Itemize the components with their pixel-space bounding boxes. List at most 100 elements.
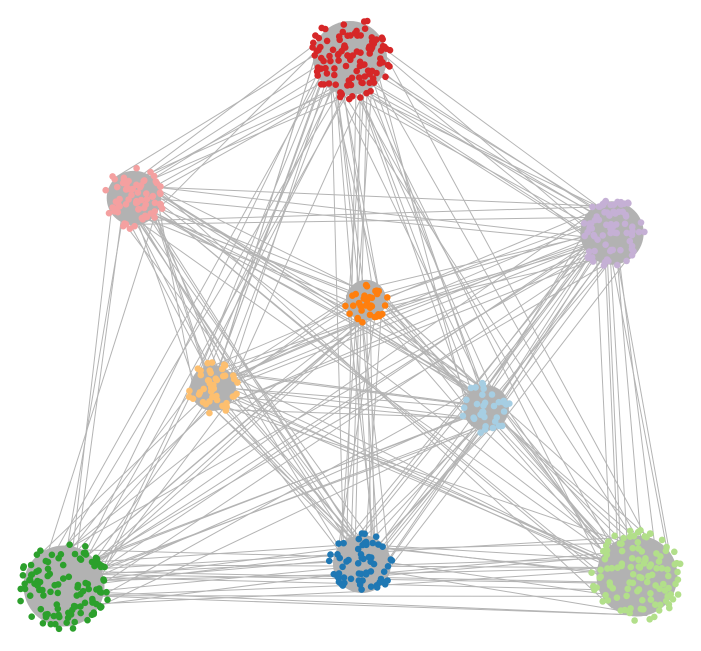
edge-pink-orange xyxy=(148,203,353,287)
edge-pink-lavender xyxy=(135,184,618,242)
node-orange xyxy=(368,294,376,302)
edge-red-light-orange xyxy=(212,76,337,402)
node-blue xyxy=(384,563,392,570)
node-red xyxy=(365,45,373,52)
node-red xyxy=(349,52,357,59)
node-red xyxy=(336,93,344,101)
node-blue xyxy=(367,558,375,565)
node-red xyxy=(325,80,333,87)
edge-light-orange-light-blue xyxy=(202,384,502,422)
node-light-orange xyxy=(212,375,219,383)
node-red xyxy=(337,89,344,96)
node-layer xyxy=(17,17,684,633)
edge-blue-light-green xyxy=(358,557,645,601)
node-green xyxy=(77,603,84,610)
node-light-green xyxy=(662,547,670,555)
node-green xyxy=(82,551,90,558)
node-pink xyxy=(113,183,121,191)
node-red xyxy=(339,28,347,36)
node-light-green xyxy=(599,598,606,605)
node-green xyxy=(73,592,81,599)
node-pink xyxy=(133,164,140,172)
node-red xyxy=(373,69,380,77)
edge-red-light-orange xyxy=(216,53,317,376)
node-lavender xyxy=(615,208,623,216)
edge-orange-green xyxy=(40,307,380,596)
node-red xyxy=(379,42,387,50)
node-light-green xyxy=(597,566,604,574)
node-light-blue xyxy=(480,402,487,410)
edge-blue-light-green xyxy=(347,564,621,612)
node-orange xyxy=(381,302,389,309)
edge-lavender-orange xyxy=(350,211,620,312)
node-light-blue xyxy=(470,415,478,423)
node-lavender xyxy=(603,209,611,216)
node-green xyxy=(76,555,84,562)
node-light-green xyxy=(620,534,627,542)
edge-lavender-light-green xyxy=(617,251,658,562)
node-red xyxy=(314,66,322,73)
node-light-green xyxy=(603,547,611,554)
node-red xyxy=(359,61,367,69)
node-green xyxy=(54,605,62,613)
edge-lavender-light-green xyxy=(611,228,670,550)
node-light-blue xyxy=(460,404,468,412)
edge-lavender-light-green xyxy=(594,221,613,586)
node-red xyxy=(364,67,372,74)
edge-orange-green xyxy=(42,315,365,570)
edge-blue-light-green xyxy=(351,544,611,574)
node-lavender xyxy=(623,229,630,237)
edge-lavender-green xyxy=(44,237,624,623)
node-red xyxy=(367,87,374,95)
edge-red-blue xyxy=(353,89,368,592)
node-pink xyxy=(116,203,123,210)
node-green xyxy=(44,558,52,566)
node-light-green xyxy=(628,555,636,562)
edge-orange-blue xyxy=(369,294,376,558)
node-light-blue xyxy=(480,385,488,393)
node-red xyxy=(329,46,337,54)
node-green xyxy=(44,565,52,573)
node-lavender xyxy=(591,247,598,255)
node-lavender xyxy=(621,220,629,228)
edge-red-green xyxy=(53,63,329,556)
node-green xyxy=(26,592,34,599)
node-light-green xyxy=(674,568,681,576)
edge-light-orange-green xyxy=(39,405,213,571)
cluster-green-core xyxy=(23,545,105,627)
edge-light-blue-blue xyxy=(365,416,490,536)
edge-light-orange-blue xyxy=(225,391,370,554)
node-pink xyxy=(128,191,135,199)
node-red xyxy=(318,24,326,32)
node-light-orange xyxy=(230,372,237,379)
node-pink xyxy=(151,214,158,221)
node-red xyxy=(361,73,369,80)
node-red xyxy=(346,95,353,103)
node-green xyxy=(65,573,73,581)
node-green xyxy=(33,551,41,558)
edge-lavender-blue xyxy=(343,204,623,545)
node-red xyxy=(323,37,331,45)
node-lavender xyxy=(629,223,636,230)
node-green xyxy=(60,575,67,582)
node-green xyxy=(26,576,34,583)
node-light-orange xyxy=(208,384,215,392)
cluster-light-blue xyxy=(459,379,513,437)
node-green xyxy=(19,572,27,579)
node-green xyxy=(17,597,24,605)
edge-light-orange-light-green xyxy=(204,385,651,578)
node-light-green xyxy=(631,617,638,624)
node-pink xyxy=(151,199,159,207)
node-blue xyxy=(339,563,346,571)
node-green xyxy=(82,579,89,587)
node-lavender xyxy=(641,228,648,236)
node-orange xyxy=(346,310,353,318)
node-green xyxy=(69,625,77,632)
node-light-green xyxy=(647,590,654,597)
node-blue xyxy=(375,541,382,548)
node-lavender xyxy=(610,208,617,215)
node-light-green xyxy=(635,556,642,564)
edge-orange-blue xyxy=(358,282,382,579)
node-orange xyxy=(379,310,386,318)
node-light-orange xyxy=(186,387,193,395)
